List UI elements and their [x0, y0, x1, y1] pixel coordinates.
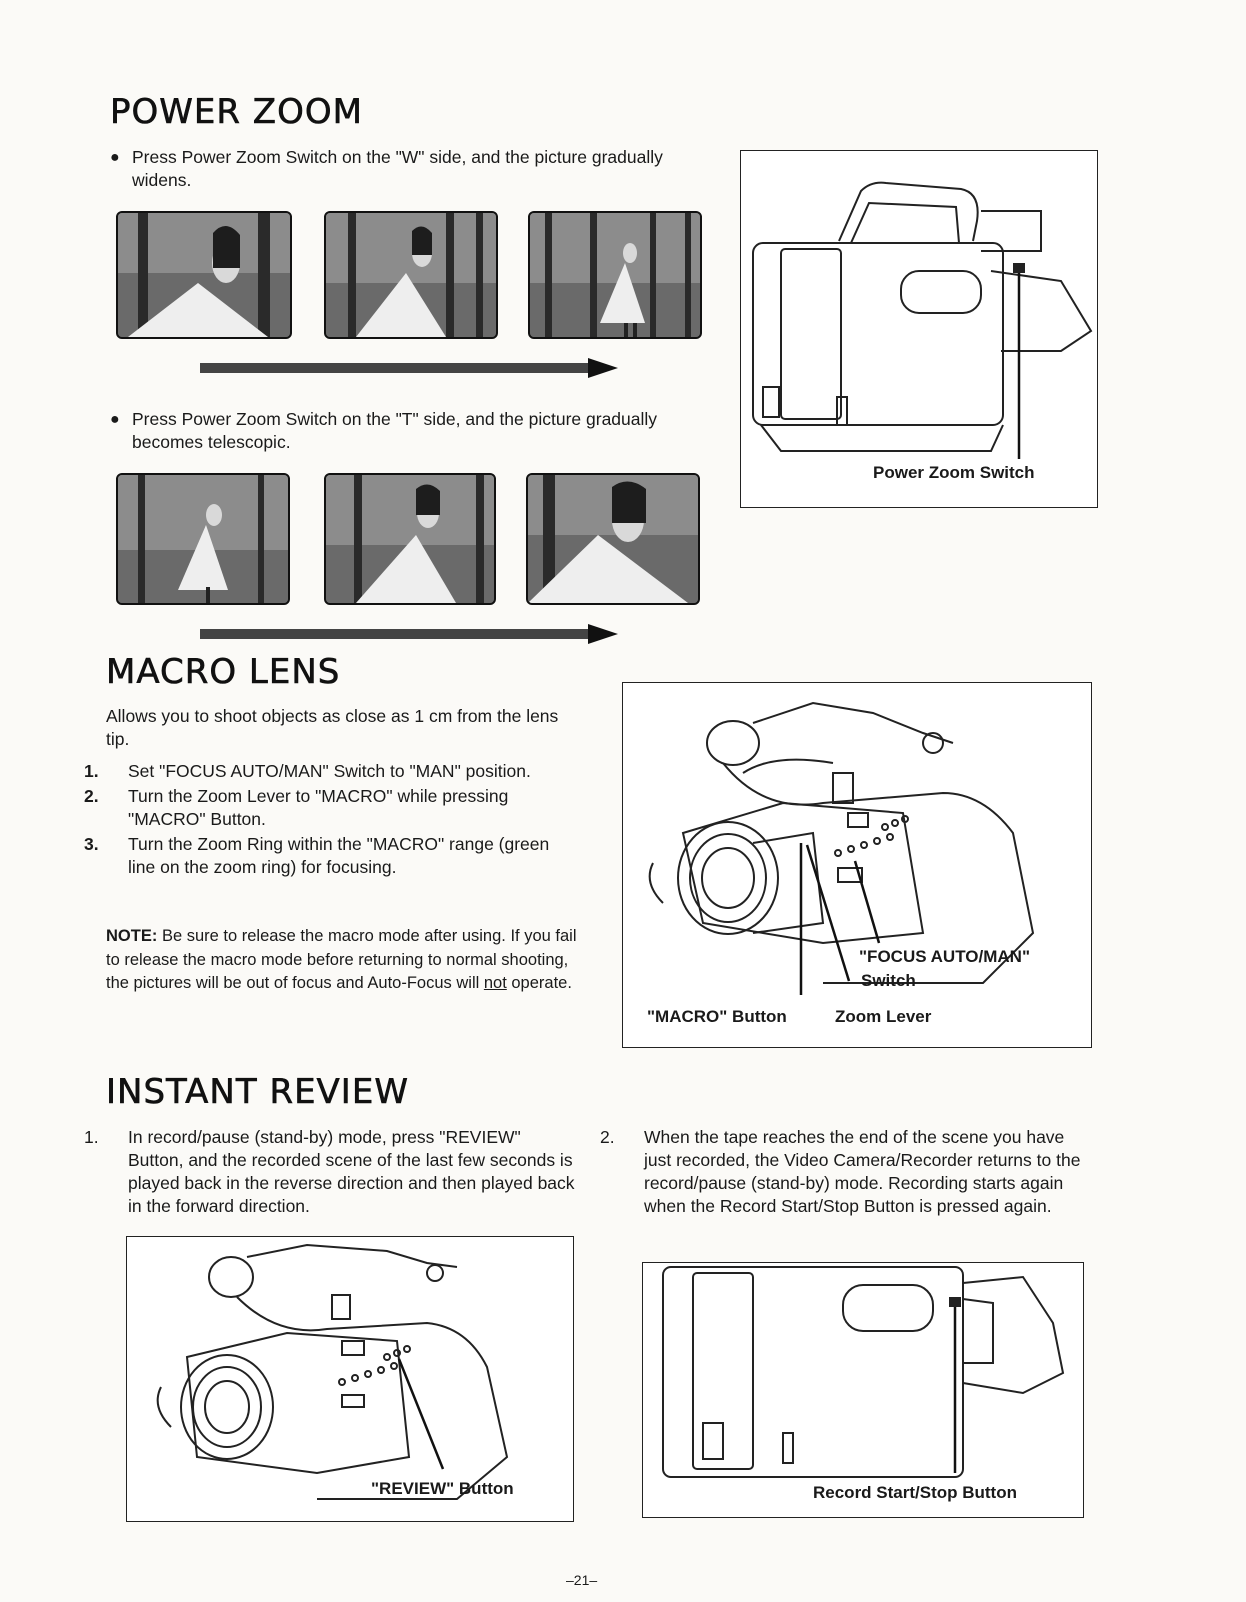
macro-lens-title: MACRO LENS — [106, 652, 341, 693]
widen-arrow-icon — [200, 358, 618, 378]
macro-step: 2.Turn the Zoom Lever to "MACRO" while p… — [84, 786, 509, 829]
woman-with-cloth-image — [118, 475, 288, 603]
woman-with-cloth-image — [528, 475, 698, 603]
macro-step: 1.Set "FOCUS AUTO/MAN" Switch to "MAN" p… — [84, 761, 531, 781]
telescopic-arrow-icon — [200, 624, 618, 644]
bullet-icon: ● — [110, 149, 120, 166]
zoom-t-text: Press Power Zoom Switch on the "T" side,… — [132, 409, 658, 452]
macro-note: NOTE: Be sure to release the macro mode … — [106, 927, 577, 992]
macro-step: 3.Turn the Zoom Ring within the "MACRO" … — [84, 834, 550, 877]
switch-label: Switch — [861, 971, 916, 990]
power-zoom-title: POWER ZOOM — [110, 92, 363, 133]
woman-with-cloth-image — [118, 213, 290, 337]
note-label: NOTE: — [106, 927, 158, 945]
zoom-photo — [526, 473, 700, 605]
camcorder-review-icon — [156, 1243, 509, 1500]
macro-illustration: "FOCUS AUTO/MAN" Switch "MACRO" Button Z… — [622, 682, 1092, 1048]
camcorder-record-icon — [662, 1266, 1065, 1478]
zoom-photo — [116, 211, 292, 339]
review-step-1: 1.In record/pause (stand-by) mode, press… — [84, 1127, 575, 1216]
review-button-illustration: "REVIEW" Button — [126, 1236, 574, 1522]
macro-button-label: "MACRO" Button — [647, 1007, 787, 1026]
zoom-w-instruction: ● Press Power Zoom Switch on the "W" sid… — [110, 146, 698, 192]
zoom-photo — [324, 473, 496, 605]
zoom-lever-label: Zoom Lever — [835, 1007, 932, 1026]
zoom-photo — [324, 211, 498, 339]
woman-with-cloth-image — [326, 213, 496, 337]
bullet-icon: ● — [110, 411, 120, 428]
woman-with-cloth-image — [530, 213, 700, 337]
zoom-photo — [528, 211, 702, 339]
macro-intro: Allows you to shoot objects as close as … — [106, 706, 559, 749]
review-step-2: 2.When the tape reaches the end of the s… — [600, 1127, 1081, 1216]
power-zoom-switch-label: Power Zoom Switch — [873, 463, 1035, 482]
page-number: –21– — [566, 1572, 598, 1588]
woman-with-cloth-image — [326, 475, 494, 603]
review-button-label: "REVIEW" Button — [371, 1479, 514, 1498]
zoom-w-text: Press Power Zoom Switch on the "W" side,… — [132, 147, 663, 190]
zoom-t-instruction: ● Press Power Zoom Switch on the "T" sid… — [110, 408, 698, 454]
macro-steps: 1.Set "FOCUS AUTO/MAN" Switch to "MAN" p… — [84, 760, 578, 881]
power-zoom-illustration: Power Zoom Switch — [740, 150, 1098, 508]
instant-review-title: INSTANT REVIEW — [106, 1072, 409, 1113]
record-button-illustration: Record Start/Stop Button — [642, 1262, 1084, 1518]
zoom-photo — [116, 473, 290, 605]
focus-auto-man-label: "FOCUS AUTO/MAN" — [859, 947, 1031, 966]
camcorder-front-icon — [648, 701, 1035, 995]
record-start-stop-button-label: Record Start/Stop Button — [813, 1483, 1017, 1502]
camcorder-side-icon — [752, 181, 1093, 459]
